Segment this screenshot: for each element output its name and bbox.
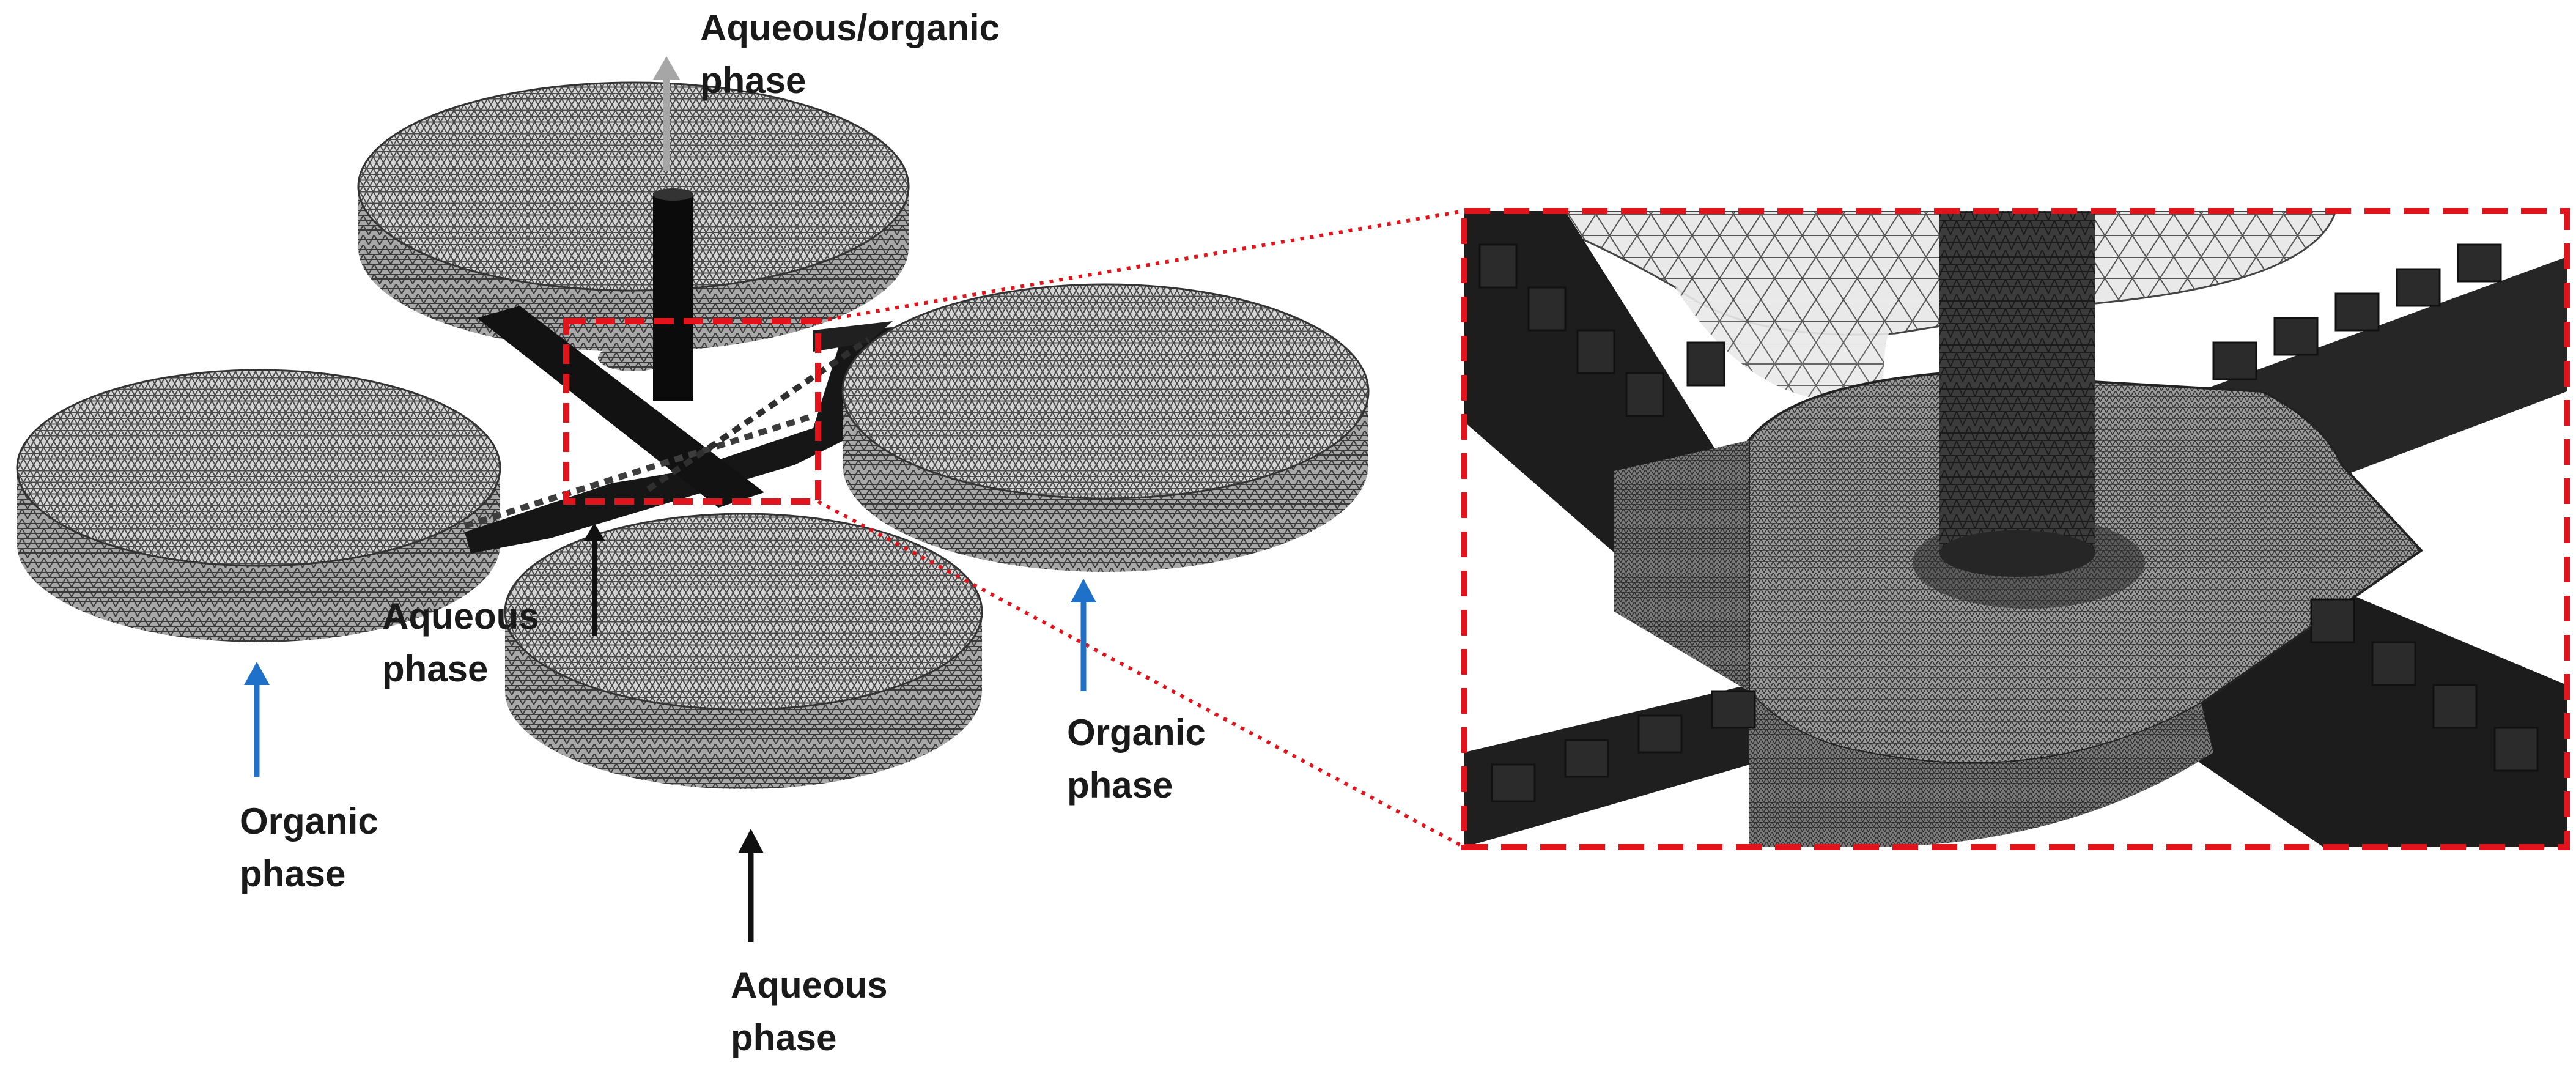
- label-organic-left-line2: phase: [240, 853, 346, 894]
- aqueous-arrow-left: [583, 523, 605, 636]
- label-outlet-phase: Aqueous/organic phase: [700, 2, 1000, 107]
- disc-bottom: [504, 513, 983, 789]
- label-organic-right: Organic phase: [1067, 706, 1206, 812]
- label-aqueous-bottom-line2: phase: [731, 1017, 837, 1058]
- chip-mesh-overview: [16, 81, 1370, 789]
- zoom-region-box: [563, 318, 821, 505]
- label-aqueous-left-line1: Aqueous: [382, 596, 539, 637]
- disc-left: [16, 369, 501, 642]
- label-aqueous-bottom-line1: Aqueous: [731, 965, 888, 1006]
- aqueous-arrow-bottom: [738, 829, 764, 942]
- zoom-connectors: [817, 209, 1466, 849]
- label-organic-right-line2: phase: [1067, 765, 1173, 806]
- label-aqueous-left-line2: phase: [382, 648, 489, 689]
- label-organic-left-line1: Organic: [240, 801, 378, 842]
- channel-network: [463, 306, 893, 554]
- label-organic-right-line1: Organic: [1067, 712, 1206, 753]
- organic-arrow-left: [244, 662, 270, 777]
- label-outlet-line1: Aqueous/organic: [700, 7, 1000, 48]
- label-aqueous-bottom: Aqueous phase: [731, 959, 888, 1064]
- label-outlet-line2: phase: [700, 60, 806, 101]
- zoom-inset-frame: [1461, 208, 2570, 850]
- disc-right: [841, 283, 1370, 572]
- disc-top-back: [357, 81, 910, 371]
- outlet-post: [653, 188, 693, 401]
- label-organic-left: Organic phase: [240, 795, 378, 900]
- outlet-arrow: [653, 56, 680, 171]
- organic-arrow-right: [1071, 579, 1096, 691]
- flow-arrows: [244, 56, 1096, 942]
- label-aqueous-left: Aqueous phase: [382, 590, 539, 695]
- zoom-inset: [1464, 211, 2567, 847]
